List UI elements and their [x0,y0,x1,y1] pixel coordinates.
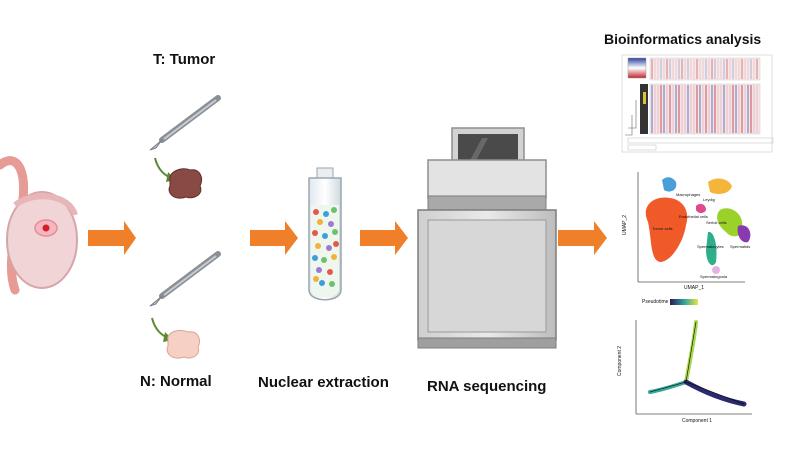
heatmap-colorscale [627,57,647,79]
heatmap-top [649,57,761,81]
trajectory-ylabel: Component 2 [617,345,624,377]
tube-cell [326,245,332,251]
label-bioinformatics: Bioinformatics analysis [604,31,762,47]
tube-cell [319,280,325,286]
tube-cell [327,269,333,275]
umap-spermatid-cluster [737,225,751,243]
tube-cell [316,267,322,273]
umap-ylabel: UMAP_2 [622,214,629,236]
tumor-tissue [168,168,203,199]
tube-cell [331,207,337,213]
umap-panel [637,172,751,283]
umap-cluster-spermatogonia: Spermatogonia [700,274,728,279]
umap-cluster-spermatids: Spermatids [730,244,751,249]
umap-leydig-cluster [708,178,732,194]
umap-cluster-macrophages: Macrophages [676,192,701,197]
umap-xlabel: UMAP_1 [684,285,705,291]
tube-cell [312,230,318,236]
tube-cell [329,281,335,287]
scalpel-icon [149,95,221,151]
umap-endothelial-cluster [696,203,706,213]
tube-cell [313,276,319,282]
pseudotime-title: Pseudotime [642,299,669,305]
flow-arrow-3 [360,221,408,255]
tube-cell [333,241,339,247]
umap-macrophage-cluster [662,177,677,192]
umap-cluster-leydig: Leydig [703,197,715,202]
tube-cell [315,243,321,249]
scalpel-icon [149,251,221,307]
tube-cell [322,233,328,239]
umap-spermatogonia-cluster [712,266,720,274]
normal-tissue [166,329,201,359]
tube-cell [317,219,323,225]
flow-arrow-2 [250,221,298,255]
tube-cell [313,209,319,215]
trajectory-panel [635,299,752,415]
trajectory-xlabel: Component 1 [682,418,713,424]
umap-cluster-sertoli: Sertoli cells [706,220,727,225]
umap-cluster-endothelial: Endothelial cells [679,214,708,219]
label-rna-sequencing: RNA sequencing [427,378,547,395]
tube-cell [312,255,318,261]
trajectory-branch-right [683,379,747,407]
umap-tumor-cluster [645,197,688,262]
heatmap-panel [621,54,774,153]
umap-cluster-tumor: Tumor cells [652,226,673,231]
umap-spermatocyte-cluster [706,231,717,266]
flow-arrow-1 [88,221,136,255]
testis-icon [0,156,78,295]
test-tube-icon [308,167,342,301]
label-tumor: T: Tumor [153,51,216,68]
tube-cell [323,211,329,217]
sequencer-icon [417,127,557,349]
tube-cell [328,221,334,227]
tube-cell [331,254,337,260]
label-nuclear-extraction: Nuclear extraction [258,374,389,391]
tube-cell [321,257,327,263]
flow-arrow-4 [558,221,607,255]
umap-sertoli-cluster [717,208,743,237]
pseudotime-colorbar [670,299,698,305]
umap-cluster-spermatocytes: Spermatocytes [697,244,724,249]
heatmap-main [649,83,761,135]
tube-cell [332,229,338,235]
label-normal: N: Normal [140,373,212,390]
